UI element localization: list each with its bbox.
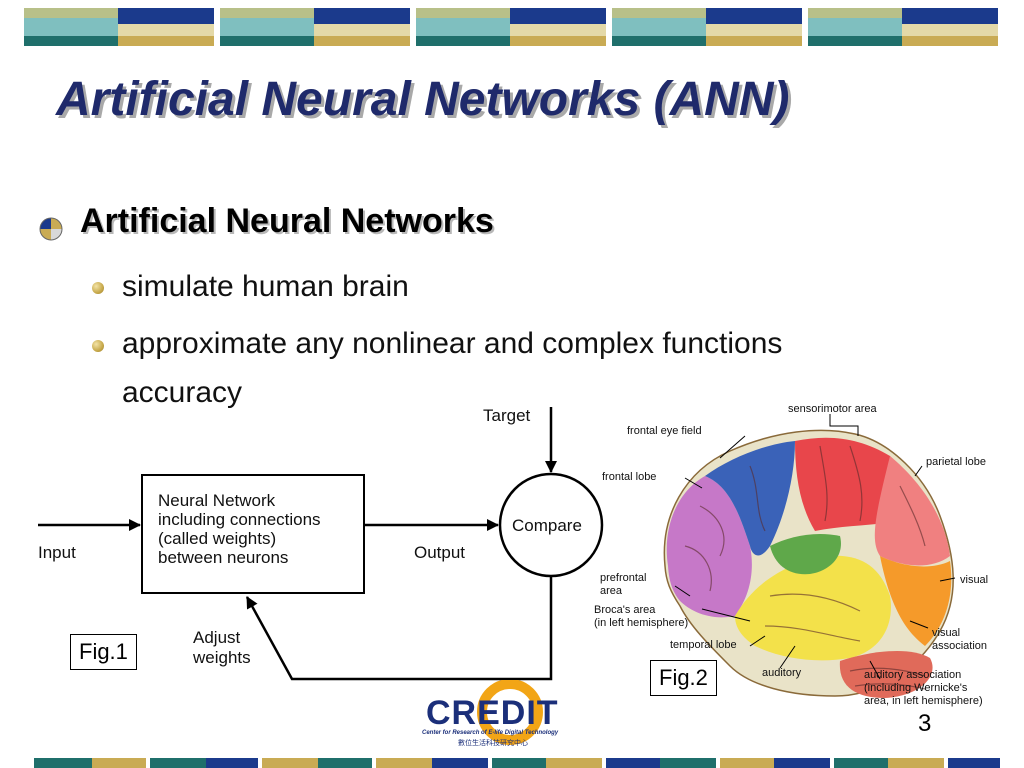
credit-logo: CREDIT Center for Research of E-life Dig… — [420, 680, 585, 747]
page-number: 3 — [918, 710, 932, 737]
bullet-sphere-icon — [39, 217, 63, 241]
fig2-caption: Fig.2 — [650, 660, 717, 696]
logo-tagline: Center for Research of E-life Digital Te… — [422, 730, 559, 736]
label-auditory-assoc-3: area, in left hemisphere) — [864, 695, 983, 707]
label-parietal: parietal lobe — [926, 456, 986, 468]
brain-icon — [663, 429, 954, 698]
label-frontal-eye: frontal eye field — [627, 425, 702, 437]
label-visual-assoc-2: association — [932, 640, 987, 652]
label-visual: visual — [960, 574, 988, 586]
label-temporal: temporal lobe — [670, 639, 737, 651]
credit-swirl-icon — [477, 680, 543, 745]
sub-bullet-dot — [92, 282, 104, 294]
label-auditory: auditory — [762, 667, 802, 679]
label-frontal-lobe: frontal lobe — [602, 471, 656, 483]
banner-tile — [612, 8, 802, 46]
main-bullet: Artificial Neural Networks — [80, 202, 494, 240]
fig1-caption: Fig.1 — [70, 634, 137, 670]
label-auditory-assoc-1: auditory association — [864, 669, 961, 681]
target-label: Target — [483, 406, 531, 425]
nn-line-2: including connections — [158, 510, 321, 529]
banner-tile — [220, 8, 410, 46]
nn-line-4: between neurons — [158, 548, 288, 567]
sub-bullet-2: approximate any nonlinear and complex fu… — [122, 327, 783, 360]
neural-network-box — [141, 474, 365, 594]
adjust-line-2: weights — [192, 648, 251, 667]
adjust-line-1: Adjust — [193, 628, 241, 647]
logo-name: CREDIT — [426, 694, 559, 732]
logo-tagline-cn: 數位生活科技研究中心 — [458, 739, 528, 747]
label-broca-1: Broca's area — [594, 604, 656, 616]
feedback-arrow — [245, 576, 553, 681]
label-broca-2: (in left hemisphere) — [594, 617, 688, 629]
label-auditory-assoc-2: (including Wernicke's — [864, 682, 968, 694]
slide-title: Artificial Neural Networks (ANN) — [56, 73, 790, 126]
brain-figure: sensorimotor area frontal eye field pari… — [594, 403, 988, 707]
banner-tile — [416, 8, 606, 46]
label-visual-assoc-1: visual — [932, 627, 960, 639]
sub-bullet-2-cont: accuracy — [122, 376, 243, 409]
label-sensorimotor: sensorimotor area — [788, 403, 878, 415]
banner-tile — [808, 8, 998, 46]
nn-line-3: (called weights) — [158, 529, 276, 548]
nn-line-1: Neural Network — [158, 491, 276, 510]
label-prefrontal-2: area — [600, 585, 623, 597]
input-label: Input — [38, 543, 76, 562]
sub-bullet-dot — [92, 340, 104, 352]
label-prefrontal-1: prefrontal — [600, 572, 646, 584]
output-label: Output — [414, 543, 465, 562]
sub-bullet-1: simulate human brain — [122, 270, 409, 303]
compare-label: Compare — [512, 516, 582, 535]
banner-tile — [24, 8, 214, 46]
fig1-diagram: Input Output Target Compare Neural Netwo… — [38, 406, 604, 681]
